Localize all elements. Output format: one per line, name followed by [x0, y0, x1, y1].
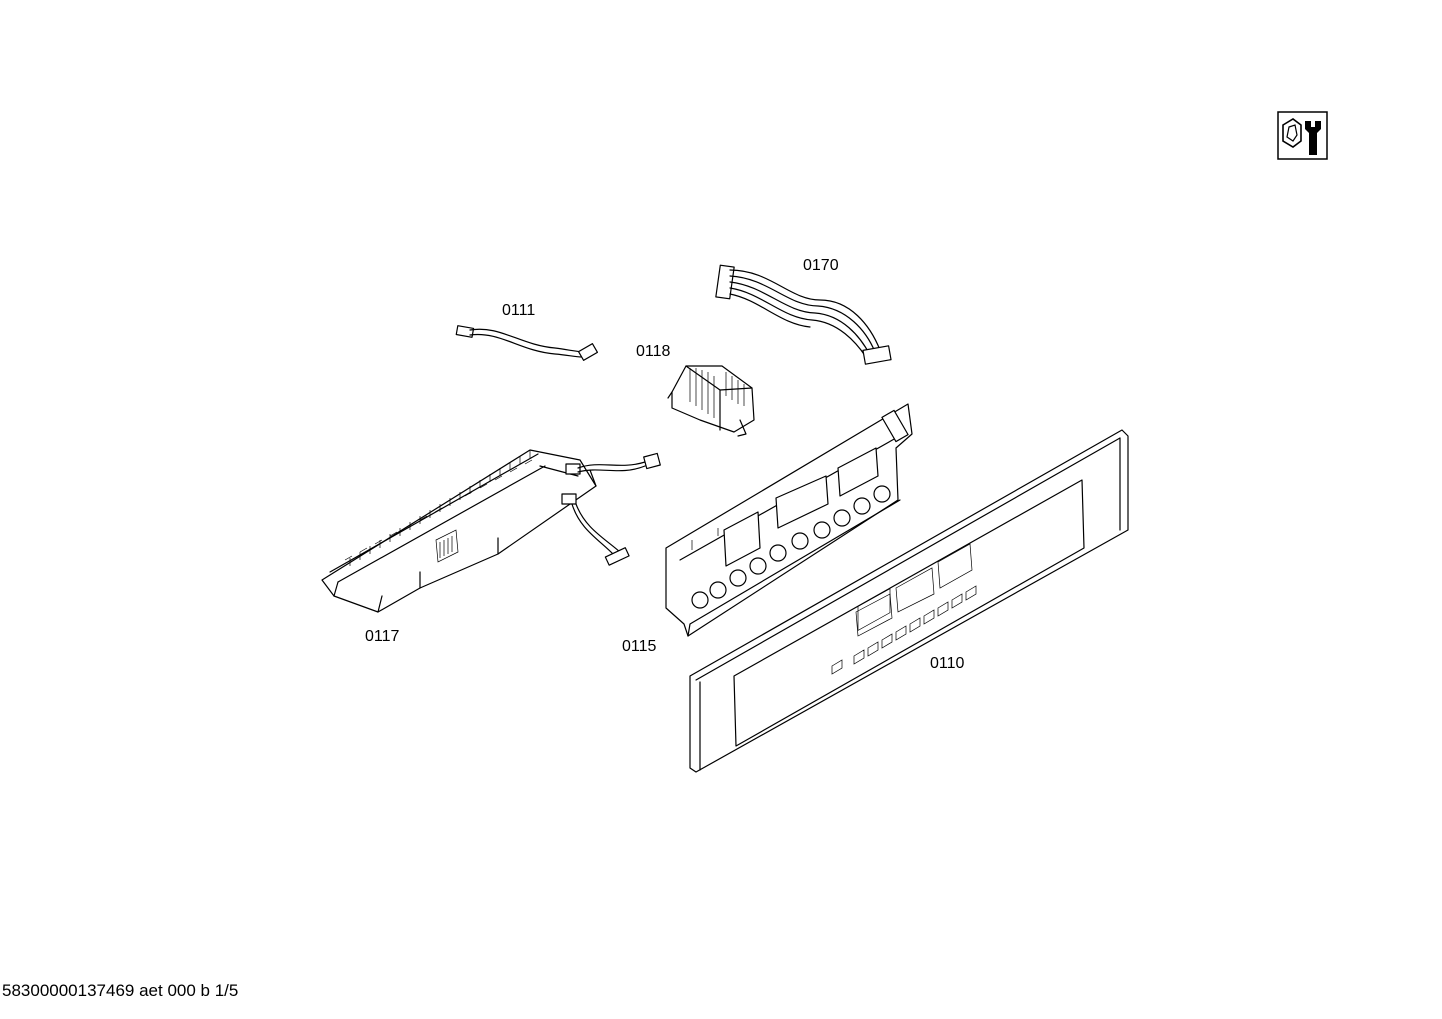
part-0110-front-panel[interactable] [689, 429, 1129, 773]
label-0117: 0117 [365, 628, 400, 645]
label-0111: 0111 [502, 302, 536, 319]
part-0117-control-module[interactable] [321, 449, 661, 613]
part-0170-wire-harness[interactable] [715, 264, 892, 365]
part-0118-heatsink[interactable] [667, 365, 755, 437]
part-0115-circuit-board[interactable] [665, 403, 913, 637]
part-0111-flat-cable[interactable] [455, 325, 599, 361]
label-0118: 0118 [636, 343, 671, 360]
label-0110: 0110 [930, 655, 965, 672]
document-footer: 58300000137469 aet 000 b 1/5 [2, 981, 239, 1000]
label-0170: 0170 [803, 257, 839, 274]
label-0115: 0115 [622, 638, 657, 655]
service-tool-icon [1277, 111, 1328, 160]
